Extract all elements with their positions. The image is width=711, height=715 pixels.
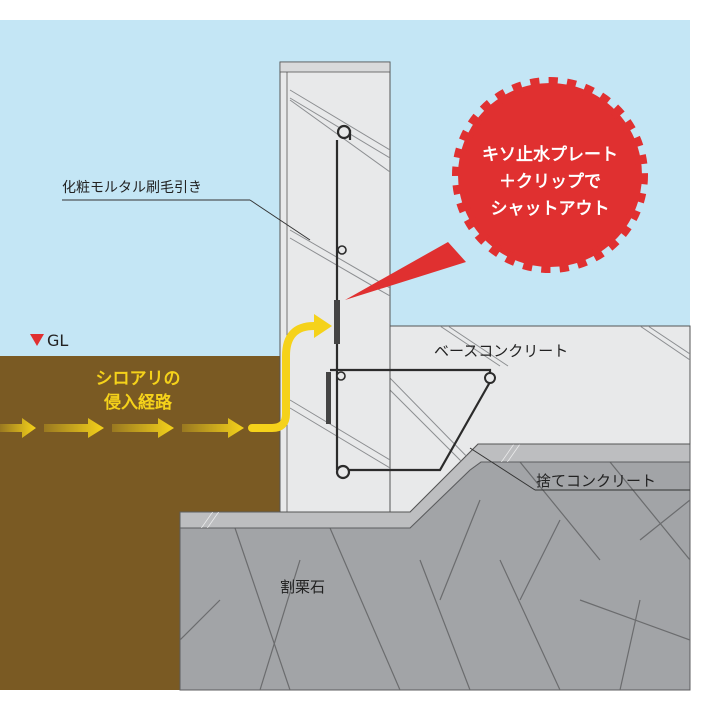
callout-line2: ＋クリップで [499,171,601,192]
route-arrowhead-icon [314,314,332,338]
callout-circle [452,77,648,273]
callout-line1: キソ止水プレート [482,144,618,165]
callout-line3: シャットアウト [491,199,610,219]
route-arrow-icon [44,418,104,438]
lean-concrete-leader [469,447,536,491]
callout-burst: キソ止水プレート ＋クリップで シャットアウト [345,77,648,300]
route-path-up [248,322,320,432]
crushed-stone-label: 割栗石 [280,578,325,596]
lean-concrete-label: 捨てコンクリート [536,472,656,490]
route-arrow-icon [112,418,174,438]
termite-route-line2: 侵入経路 [103,392,173,413]
termite-route: シロアリの 侵入経路 [0,314,332,438]
finish-leader: 化粧モルタル刷毛引き [62,180,311,241]
water-stop-plate [326,300,340,424]
gl-triangle-icon [30,334,44,346]
callout-pointer [345,242,466,300]
route-arrow-icon [182,418,244,438]
base-concrete-label: ベースコンクリート [434,342,568,360]
crushed-stone-layer [179,461,691,691]
finish-label: 化粧モルタル刷毛引き [62,180,202,196]
gl-marker: GL [30,331,68,350]
route-arrow-icon [0,418,36,438]
termite-route-line1: シロアリの [96,369,181,389]
gl-label: GL [47,331,68,350]
